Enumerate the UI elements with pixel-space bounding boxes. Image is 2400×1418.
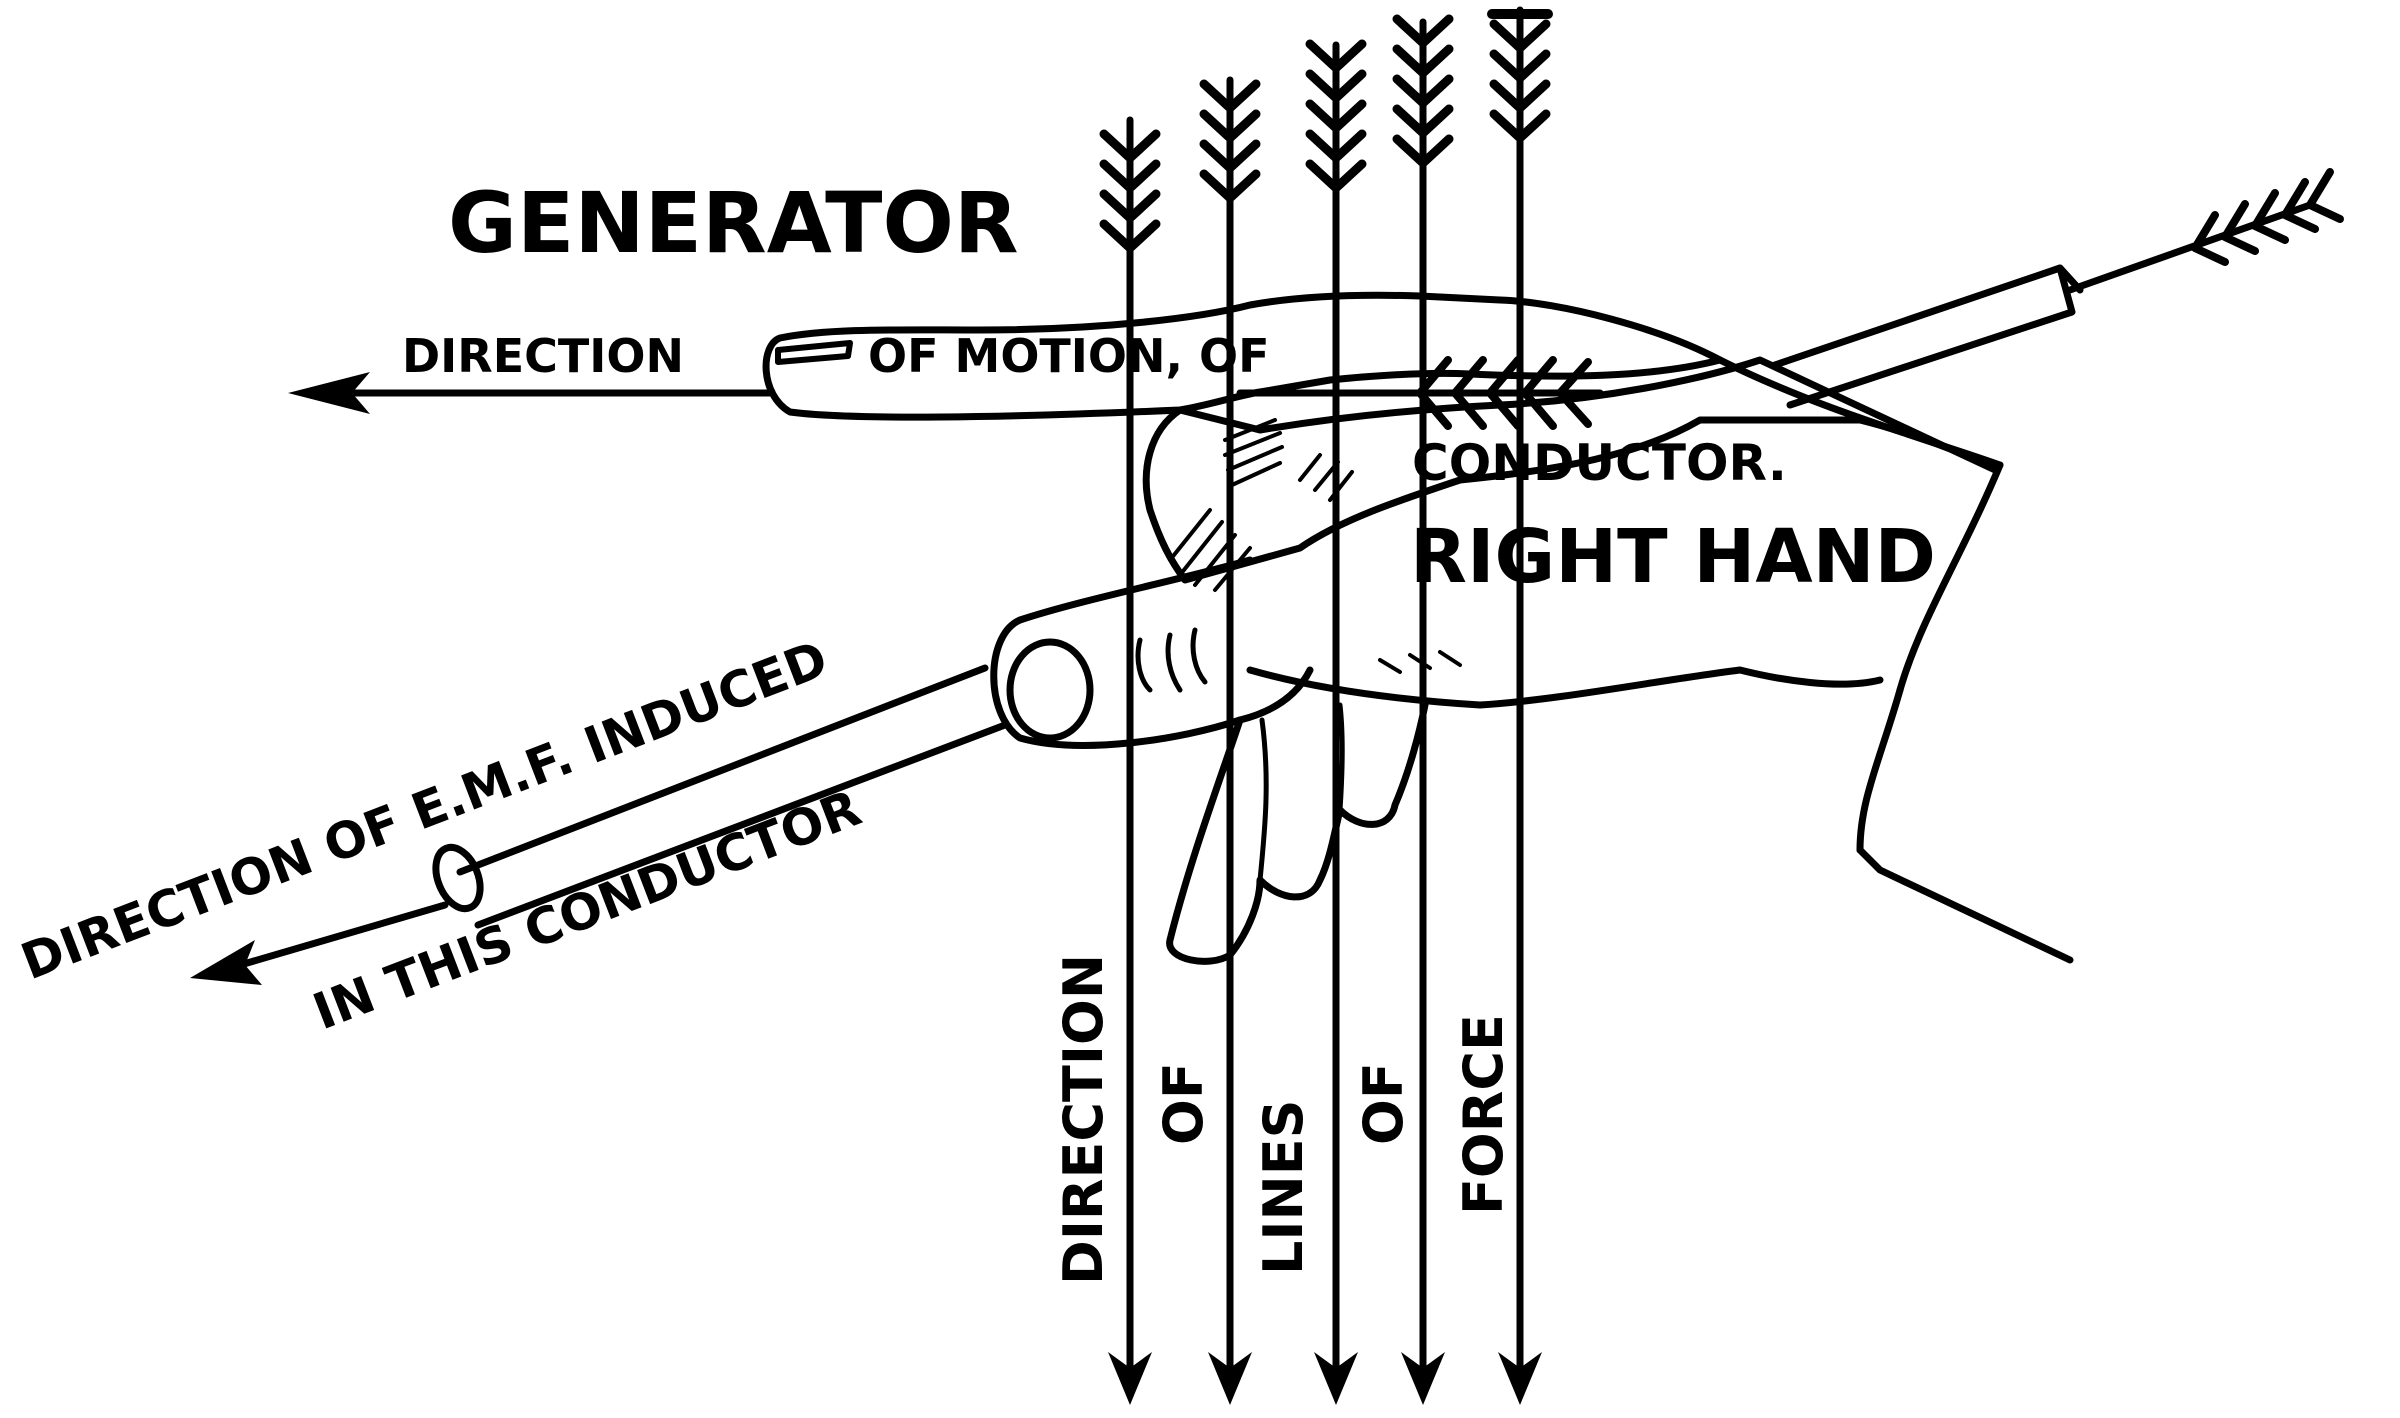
motion-label-conductor: CONDUCTOR. [1412,434,1787,492]
right-hand [762,291,2074,965]
right-hand-label: RIGHT HAND [1410,514,1936,600]
force-arrow-5 [1487,6,1553,1405]
force-label-force: FORCE [1452,1014,1515,1215]
force-arrow-3 [1310,44,1362,1405]
index-finger [762,291,1724,421]
motion-arrow-head [288,372,370,414]
force-label-of-1: OF [1152,1062,1215,1145]
curled-fingers [1166,701,1429,965]
thumbnail [1006,638,1094,742]
palm [1142,356,1999,584]
force-label-direction: DIRECTION [1052,954,1115,1285]
generator-title: GENERATOR [448,174,1019,272]
motion-label-direction: DIRECTION [402,329,684,383]
emf-label-line1: DIRECTION OF E.M.F. INDUCED [14,630,836,992]
thumb [990,556,1314,749]
emf-tail-fletching [2191,168,2344,266]
hand-shading [1168,418,1462,674]
motion-label-of-motion: OF MOTION, OF [868,329,1270,383]
conductor-rod [190,168,2344,985]
emf-arrow-head [190,940,262,985]
force-label-lines: LINES [1252,1100,1315,1275]
force-label-of-2: OF [1352,1062,1415,1145]
rod-end-cap [432,843,484,913]
force-arrow-4 [1397,19,1449,1405]
